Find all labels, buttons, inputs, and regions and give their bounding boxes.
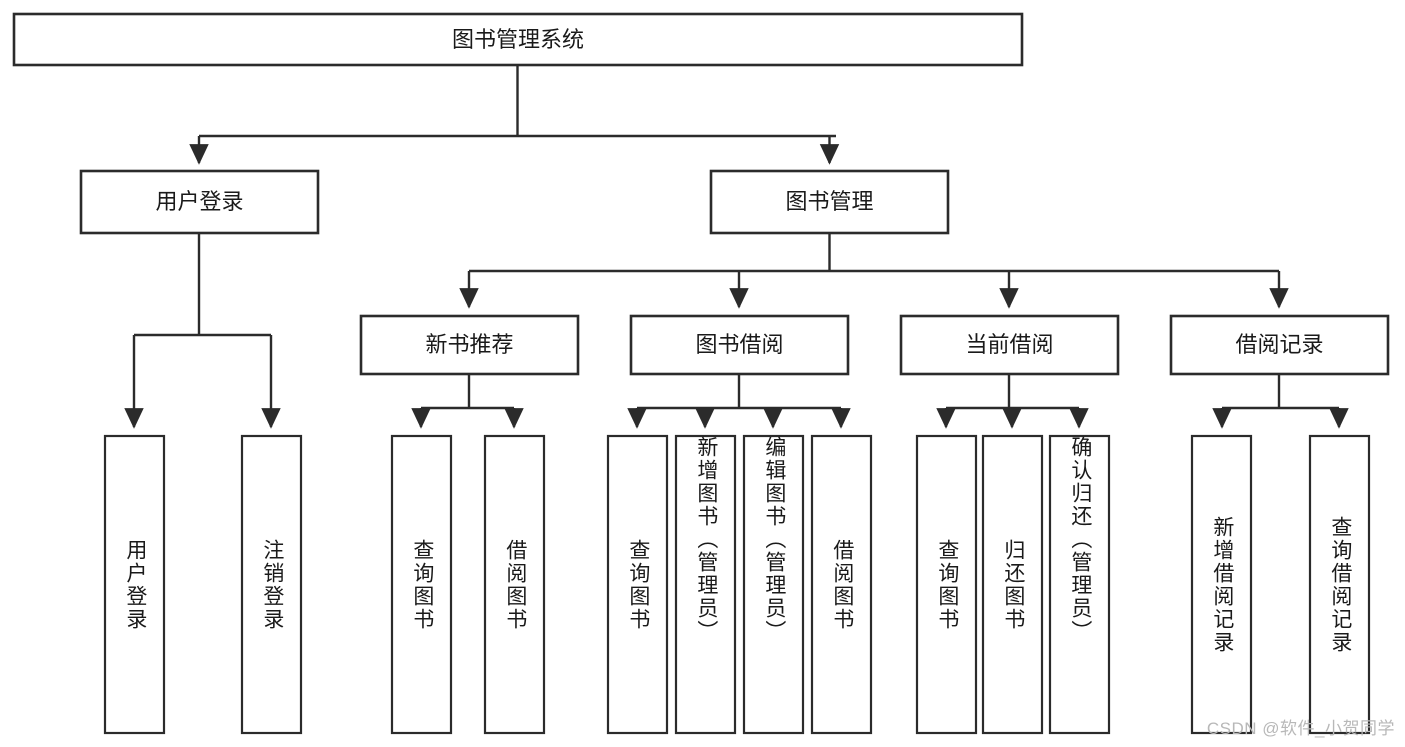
leaf-boxes-current-borrow	[915, 434, 1111, 735]
edges-book-manage-to-level3	[459, 233, 1289, 309]
node-current-borrow-label: 当前借阅	[965, 332, 1053, 357]
leaf-box-cb-return-book[interactable]	[981, 434, 1044, 735]
edges-root-to-level2	[189, 65, 840, 165]
node-user-login[interactable]: 用户登录	[79, 169, 320, 235]
node-new-book[interactable]: 新书推荐	[359, 314, 580, 376]
node-book-manage-label: 图书管理	[785, 189, 873, 214]
leaf-box-cb-query-book[interactable]	[915, 434, 978, 735]
leaf-box-bb-query-book[interactable]	[606, 434, 669, 735]
node-current-borrow[interactable]: 当前借阅	[899, 314, 1120, 376]
edges-book-borrow-to-leaves	[627, 374, 851, 429]
leaf-box-bb-add-book[interactable]	[674, 434, 737, 735]
leaf-box-nb-borrow-book[interactable]	[483, 434, 546, 735]
edges-user-login-to-leaves	[124, 233, 281, 429]
leaf-box-cb-confirm-return[interactable]	[1048, 434, 1111, 735]
leaf-boxes-borrow-record	[1190, 434, 1371, 735]
leaf-box-br-add-record[interactable]	[1190, 434, 1253, 735]
node-book-borrow[interactable]: 图书借阅	[629, 314, 850, 376]
node-book-manage-box[interactable]	[709, 169, 950, 235]
node-user-login-box[interactable]	[79, 169, 320, 235]
node-current-borrow-box[interactable]	[899, 314, 1120, 376]
leaf-box-nb-query-book[interactable]	[390, 434, 453, 735]
node-root-label: 图书管理系统	[452, 27, 584, 52]
edges-current-borrow-to-leaves	[936, 374, 1089, 429]
edges-new-book-to-leaves	[411, 374, 524, 429]
node-book-borrow-box[interactable]	[629, 314, 850, 376]
leaf-box-br-query-record[interactable]	[1308, 434, 1371, 735]
leaf-boxes-new-book	[390, 434, 546, 735]
node-new-book-label: 新书推荐	[425, 332, 513, 357]
node-user-login-label: 用户登录	[155, 189, 243, 214]
leaf-box-user-login[interactable]	[103, 434, 166, 735]
leaf-box-bb-borrow-book[interactable]	[810, 434, 873, 735]
node-borrow-record[interactable]: 借阅记录	[1169, 314, 1390, 376]
node-root[interactable]: 图书管理系统	[12, 12, 1024, 67]
leaf-box-bb-edit-book[interactable]	[742, 434, 805, 735]
leaf-boxes-user-login	[103, 434, 303, 735]
node-borrow-record-label: 借阅记录	[1235, 332, 1323, 357]
leaf-boxes-book-borrow	[606, 434, 873, 735]
node-book-manage[interactable]: 图书管理	[709, 169, 950, 235]
node-new-book-box[interactable]	[359, 314, 580, 376]
node-borrow-record-box[interactable]	[1169, 314, 1390, 376]
node-root-box[interactable]	[12, 12, 1024, 67]
leaf-box-logout[interactable]	[240, 434, 303, 735]
edges-borrow-record-to-leaves	[1212, 374, 1349, 429]
node-book-borrow-label: 图书借阅	[695, 332, 783, 357]
